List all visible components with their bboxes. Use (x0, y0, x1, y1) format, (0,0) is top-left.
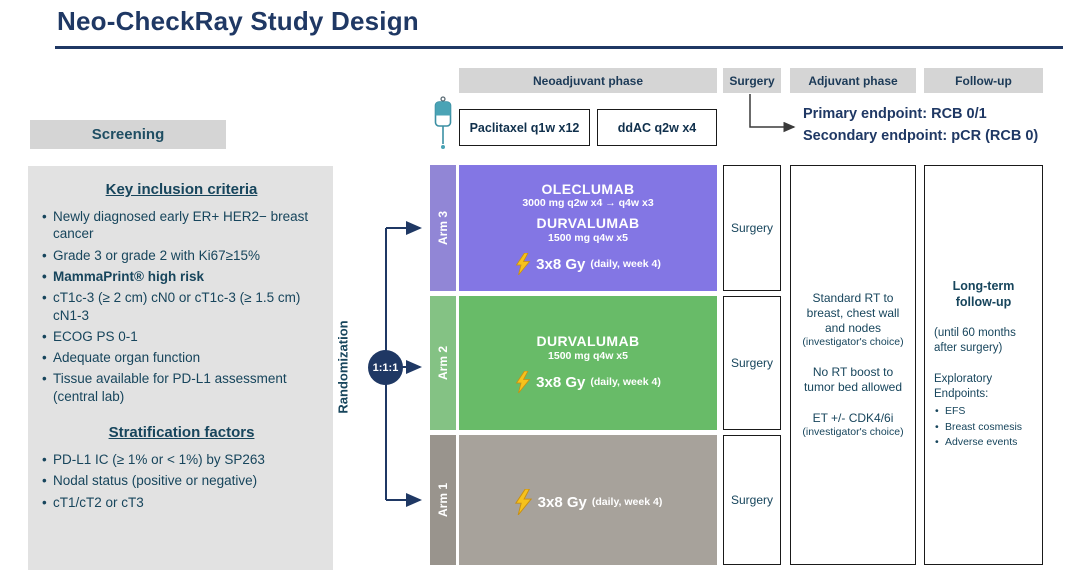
arm3-drug2-name: DURVALUMAB (536, 215, 640, 231)
column-header-followup: Follow-up (924, 68, 1043, 93)
list-item: PD-L1 IC (≥ 1% or < 1%) by SP263 (40, 451, 323, 469)
arm2-panel: DURVALUMAB 1500 mg q4w x5 3x8 Gy (daily,… (459, 296, 717, 430)
exploratory-endpoints-title: Exploratory Endpoints: (934, 373, 993, 401)
lightning-bolt-icon (515, 253, 531, 276)
arm1-rt-dose: 3x8 Gy (537, 493, 587, 511)
arm2-strip: Arm 2 (430, 296, 456, 430)
arm1-radiotherapy-row: 3x8 Gy (daily, week 4) (514, 489, 663, 515)
arm3-rt-note: (daily, week 4) (590, 258, 661, 271)
adjuvant-rt-note: (investigator's choice) (802, 335, 904, 348)
arm1-panel: 3x8 Gy (daily, week 4) (459, 435, 717, 565)
column-header-surgery: Surgery (723, 68, 781, 93)
adjuvant-et-text: ET +/- CDK4/6i (812, 411, 894, 425)
followup-title: Long-term follow-up (952, 278, 1015, 310)
lightning-bolt-icon (514, 489, 532, 515)
list-item: Nodal status (positive or negative) (40, 472, 323, 490)
arm3-strip: Arm 3 (430, 165, 456, 291)
inclusion-criteria-list: Newly diagnosed early ER+ HER2− breast c… (40, 208, 323, 405)
list-item: Grade 3 or grade 2 with Ki67≥15% (40, 247, 323, 265)
adjuvant-panel: Standard RT to breast, chest wall and no… (790, 165, 916, 565)
paclitaxel-box: Paclitaxel q1w x12 (459, 109, 590, 146)
arm2-rt-note: (daily, week 4) (590, 376, 661, 389)
exploratory-endpoints-list: EFS Breast cosmesis Adverse events (934, 405, 1033, 452)
followup-duration: (until 60 months after surgery) (934, 327, 1016, 355)
secondary-endpoint-text: Secondary endpoint: pCR (RCB 0) (803, 128, 1039, 145)
randomization-label: Randomization (335, 320, 351, 414)
list-item: MammaPrint® high risk (40, 268, 323, 286)
endpoints-block: Primary endpoint: RCB 0/1 Secondary endp… (803, 103, 1055, 148)
page-title: Neo-CheckRay Study Design (57, 6, 419, 36)
adjuvant-et-note: (investigator's choice) (802, 426, 904, 438)
arm2-radiotherapy-row: 3x8 Gy (daily, week 4) (515, 371, 661, 394)
arm3-drug1-name: OLECLUMAB (541, 180, 635, 197)
list-item: EFS (934, 405, 1033, 419)
stratification-factors-list: PD-L1 IC (≥ 1% or < 1%) by SP263 Nodal s… (40, 451, 323, 511)
column-header-neoadjuvant: Neoadjuvant phase (459, 68, 717, 93)
arm2-drug1-dose: 1500 mg q4w x5 (548, 349, 628, 362)
followup-panel: Long-term follow-up (until 60 months aft… (924, 165, 1043, 565)
inclusion-criteria-title: Key inclusion criteria (105, 181, 258, 198)
primary-endpoint-text: Primary endpoint: RCB 0/1 (803, 106, 987, 122)
arm1-strip: Arm 1 (430, 435, 456, 565)
iv-drip-icon (434, 96, 452, 149)
adjuvant-boost-text: No RT boost to tumor bed allowed (803, 365, 903, 394)
screening-panel: Key inclusion criteria Newly diagnosed e… (28, 166, 333, 570)
list-item: ECOG PS 0-1 (40, 328, 323, 346)
column-header-adjuvant: Adjuvant phase (790, 68, 916, 93)
arm3-panel: OLECLUMAB 3000 mg q2w x4 → q4w x3 DURVAL… (459, 165, 717, 291)
arm3-radiotherapy-row: 3x8 Gy (daily, week 4) (515, 253, 661, 276)
screening-header: Screening (30, 120, 226, 149)
list-item: Tissue available for PD-L1 assessment (c… (40, 370, 323, 405)
title-rule (55, 46, 1063, 49)
arm3-drug2-dose: 1500 mg q4w x5 (548, 231, 628, 244)
surgery-box-arm3: Surgery (723, 165, 781, 291)
list-item: Newly diagnosed early ER+ HER2− breast c… (40, 208, 323, 243)
randomization-ratio-badge: 1:1:1 (368, 350, 403, 385)
surgery-box-arm2: Surgery (723, 296, 781, 430)
arm3-label: Arm 3 (436, 210, 451, 246)
arm3-drug1-dose: 3000 mg q2w x4 → q4w x3 (522, 197, 654, 210)
list-item: Adequate organ function (40, 349, 323, 367)
list-item: Breast cosmesis (934, 421, 1033, 435)
adjuvant-rt-text: Standard RT to breast, chest wall and no… (806, 290, 900, 335)
list-item: cT1/cT2 or cT3 (40, 494, 323, 512)
list-item: Adverse events (934, 436, 1033, 450)
arm2-rt-dose: 3x8 Gy (536, 373, 586, 391)
stratification-factors-title: Stratification factors (108, 423, 255, 441)
lightning-bolt-icon (515, 371, 531, 394)
surgery-box-arm1: Surgery (723, 435, 781, 565)
arm2-label: Arm 2 (436, 345, 451, 381)
arm2-drug1-name: DURVALUMAB (536, 332, 640, 349)
list-item: cT1c-3 (≥ 2 cm) cN0 or cT1c-3 (≥ 1.5 cm)… (40, 289, 323, 324)
arm1-rt-note: (daily, week 4) (591, 496, 663, 508)
arm3-rt-dose: 3x8 Gy (536, 255, 586, 273)
ddac-box: ddAC q2w x4 (597, 109, 717, 146)
arm1-label: Arm 1 (436, 482, 451, 518)
